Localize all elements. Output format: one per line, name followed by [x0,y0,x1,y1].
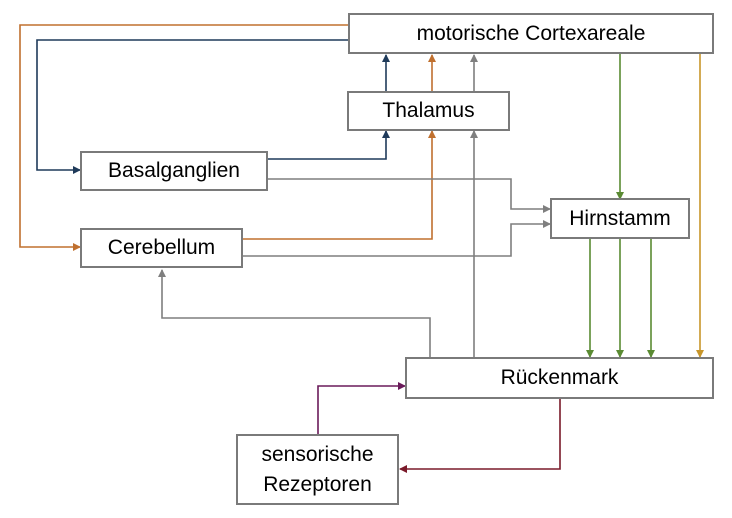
node-label-rezeptoren-line1: sensorische [261,443,374,467]
arrow-basalganglien-to-thalamus [268,130,390,160]
arrow-rueckenmark-to-cerebellum [158,269,431,358]
node-label-cerebellum: Cerebellum [107,236,216,260]
node-label-hirnstamm: Hirnstamm [569,206,671,230]
arrow-cortex-to-basalganglien [36,39,349,174]
node-hirnstamm: Hirnstamm [550,198,690,239]
node-motorische-cortexareale: motorische Cortexareale [348,13,714,54]
node-basalganglien: Basalganglien [80,151,268,191]
arrow-basalganglien-to-hirnstamm [268,178,551,213]
node-sensorische-rezeptoren: sensorische Rezeptoren [236,434,399,505]
node-label-thalamus: Thalamus [382,99,475,123]
node-cerebellum: Cerebellum [80,228,243,268]
arrow-rueckenmark-to-rezeptoren [399,398,561,473]
node-thalamus: Thalamus [347,91,510,131]
arrow-rezeptoren-to-rueckenmark [317,382,406,434]
node-label-rezeptoren-line2: Rezeptoren [263,472,372,496]
node-label-cortex: motorische Cortexareale [416,21,646,45]
node-label-rueckenmark: Rückenmark [500,366,619,390]
arrow-cortex-to-cerebellum [19,24,349,251]
node-rueckenmark: Rückenmark [405,357,714,399]
node-label-basalganglien: Basalganglien [108,159,240,183]
arrow-cerebellum-to-thalamus [243,130,436,240]
arrow-cerebellum-to-hirnstamm [243,220,551,257]
